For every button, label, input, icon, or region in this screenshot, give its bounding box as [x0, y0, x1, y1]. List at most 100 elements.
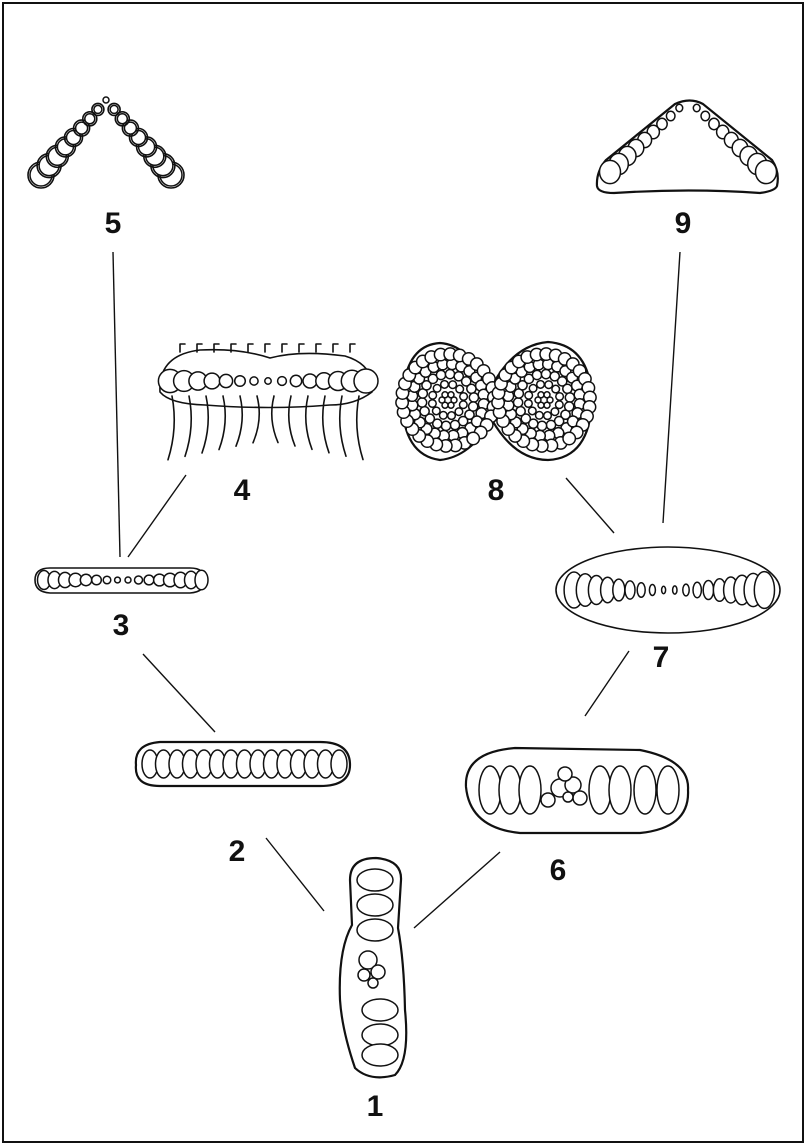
- outline-segment: [185, 396, 191, 456]
- outline-segment: [357, 396, 363, 460]
- outline-segment: [340, 396, 346, 456]
- outline-segment: [180, 344, 185, 352]
- label-9: 9: [675, 207, 692, 240]
- chamber: [455, 408, 463, 416]
- specimen-4: [158, 344, 378, 460]
- chamber: [544, 392, 550, 398]
- chamber: [440, 412, 448, 420]
- chamber: [756, 160, 777, 183]
- chamber: [456, 385, 464, 393]
- chamber: [625, 581, 635, 599]
- chamber: [469, 393, 478, 402]
- chamber: [204, 373, 220, 389]
- chamber: [433, 385, 441, 393]
- edge-1-2: [266, 838, 324, 911]
- chamber: [429, 400, 437, 408]
- label-2: 2: [229, 835, 246, 868]
- chamber: [357, 869, 393, 891]
- specimen-7: [556, 547, 780, 633]
- chamber: [693, 104, 700, 111]
- chamber: [449, 381, 457, 389]
- chamber: [357, 919, 393, 941]
- chamber: [565, 402, 574, 411]
- chamber: [609, 766, 631, 814]
- edge-3-5: [113, 252, 120, 557]
- chamber: [80, 574, 91, 585]
- outline-segment: [168, 396, 174, 460]
- specimen-2: [136, 742, 350, 786]
- chamber: [92, 575, 102, 585]
- chamber: [448, 392, 454, 398]
- chamber: [537, 421, 546, 430]
- chamber: [532, 370, 541, 379]
- chamber: [115, 577, 121, 583]
- chamber: [445, 370, 454, 379]
- outline-segment: [272, 396, 278, 443]
- chamber: [467, 432, 479, 444]
- chamber: [657, 766, 679, 814]
- outline-segment: [299, 344, 304, 352]
- chamber: [600, 160, 621, 183]
- chamber: [110, 105, 118, 113]
- chamber: [125, 577, 131, 583]
- chamber: [683, 584, 689, 596]
- chamber: [516, 407, 525, 416]
- specimen-3: [35, 568, 208, 593]
- chamber: [634, 766, 656, 814]
- chamber: [701, 111, 710, 120]
- chamber: [693, 582, 701, 597]
- label-7: 7: [653, 641, 670, 674]
- chamber: [519, 766, 541, 814]
- chamber: [563, 432, 575, 444]
- chamber: [448, 412, 456, 420]
- chamber: [467, 384, 476, 393]
- outline-segment: [214, 344, 219, 352]
- edge-3-4: [128, 475, 186, 557]
- chamber: [544, 412, 552, 420]
- chamber: [529, 407, 537, 415]
- chamber: [433, 407, 441, 415]
- chamber: [460, 393, 468, 401]
- label-5: 5: [105, 207, 122, 240]
- chamber: [135, 576, 143, 584]
- edge-1-6: [414, 852, 500, 928]
- outline-segment: [282, 344, 287, 352]
- chamber: [441, 381, 449, 389]
- chamber: [144, 575, 154, 585]
- outline-segment: [236, 396, 242, 446]
- chamber: [460, 401, 468, 409]
- specimen-8: [396, 342, 596, 460]
- chamber: [637, 583, 645, 598]
- chamber: [420, 407, 429, 416]
- chamber: [290, 375, 301, 386]
- chamber: [563, 384, 572, 393]
- chamber: [195, 570, 208, 589]
- chamber: [556, 401, 564, 409]
- chamber: [537, 381, 545, 389]
- chamber: [265, 378, 271, 384]
- outline-segment: [265, 344, 270, 352]
- chamber: [117, 114, 127, 124]
- chamber: [94, 105, 102, 113]
- chamber: [529, 385, 537, 393]
- chamber: [448, 402, 454, 408]
- outline-segment: [219, 396, 225, 450]
- node-labels: 5 9 4 8 3 7 2 6 1: [105, 207, 692, 1123]
- chamber: [436, 370, 445, 379]
- chamber: [662, 586, 666, 593]
- edge-7-9: [663, 252, 680, 523]
- chamber: [525, 392, 533, 400]
- chamber: [354, 369, 378, 393]
- chamber: [103, 97, 109, 103]
- outline-segment: [333, 344, 338, 352]
- chamber: [556, 393, 564, 401]
- chamber: [546, 420, 555, 429]
- specimen-5: [28, 97, 184, 188]
- chamber: [525, 400, 533, 408]
- label-3: 3: [113, 609, 130, 642]
- chamber: [703, 581, 713, 600]
- chamber: [545, 381, 553, 389]
- specimen-6: [466, 748, 688, 833]
- chamber: [250, 377, 258, 385]
- edge-7-8: [566, 478, 614, 533]
